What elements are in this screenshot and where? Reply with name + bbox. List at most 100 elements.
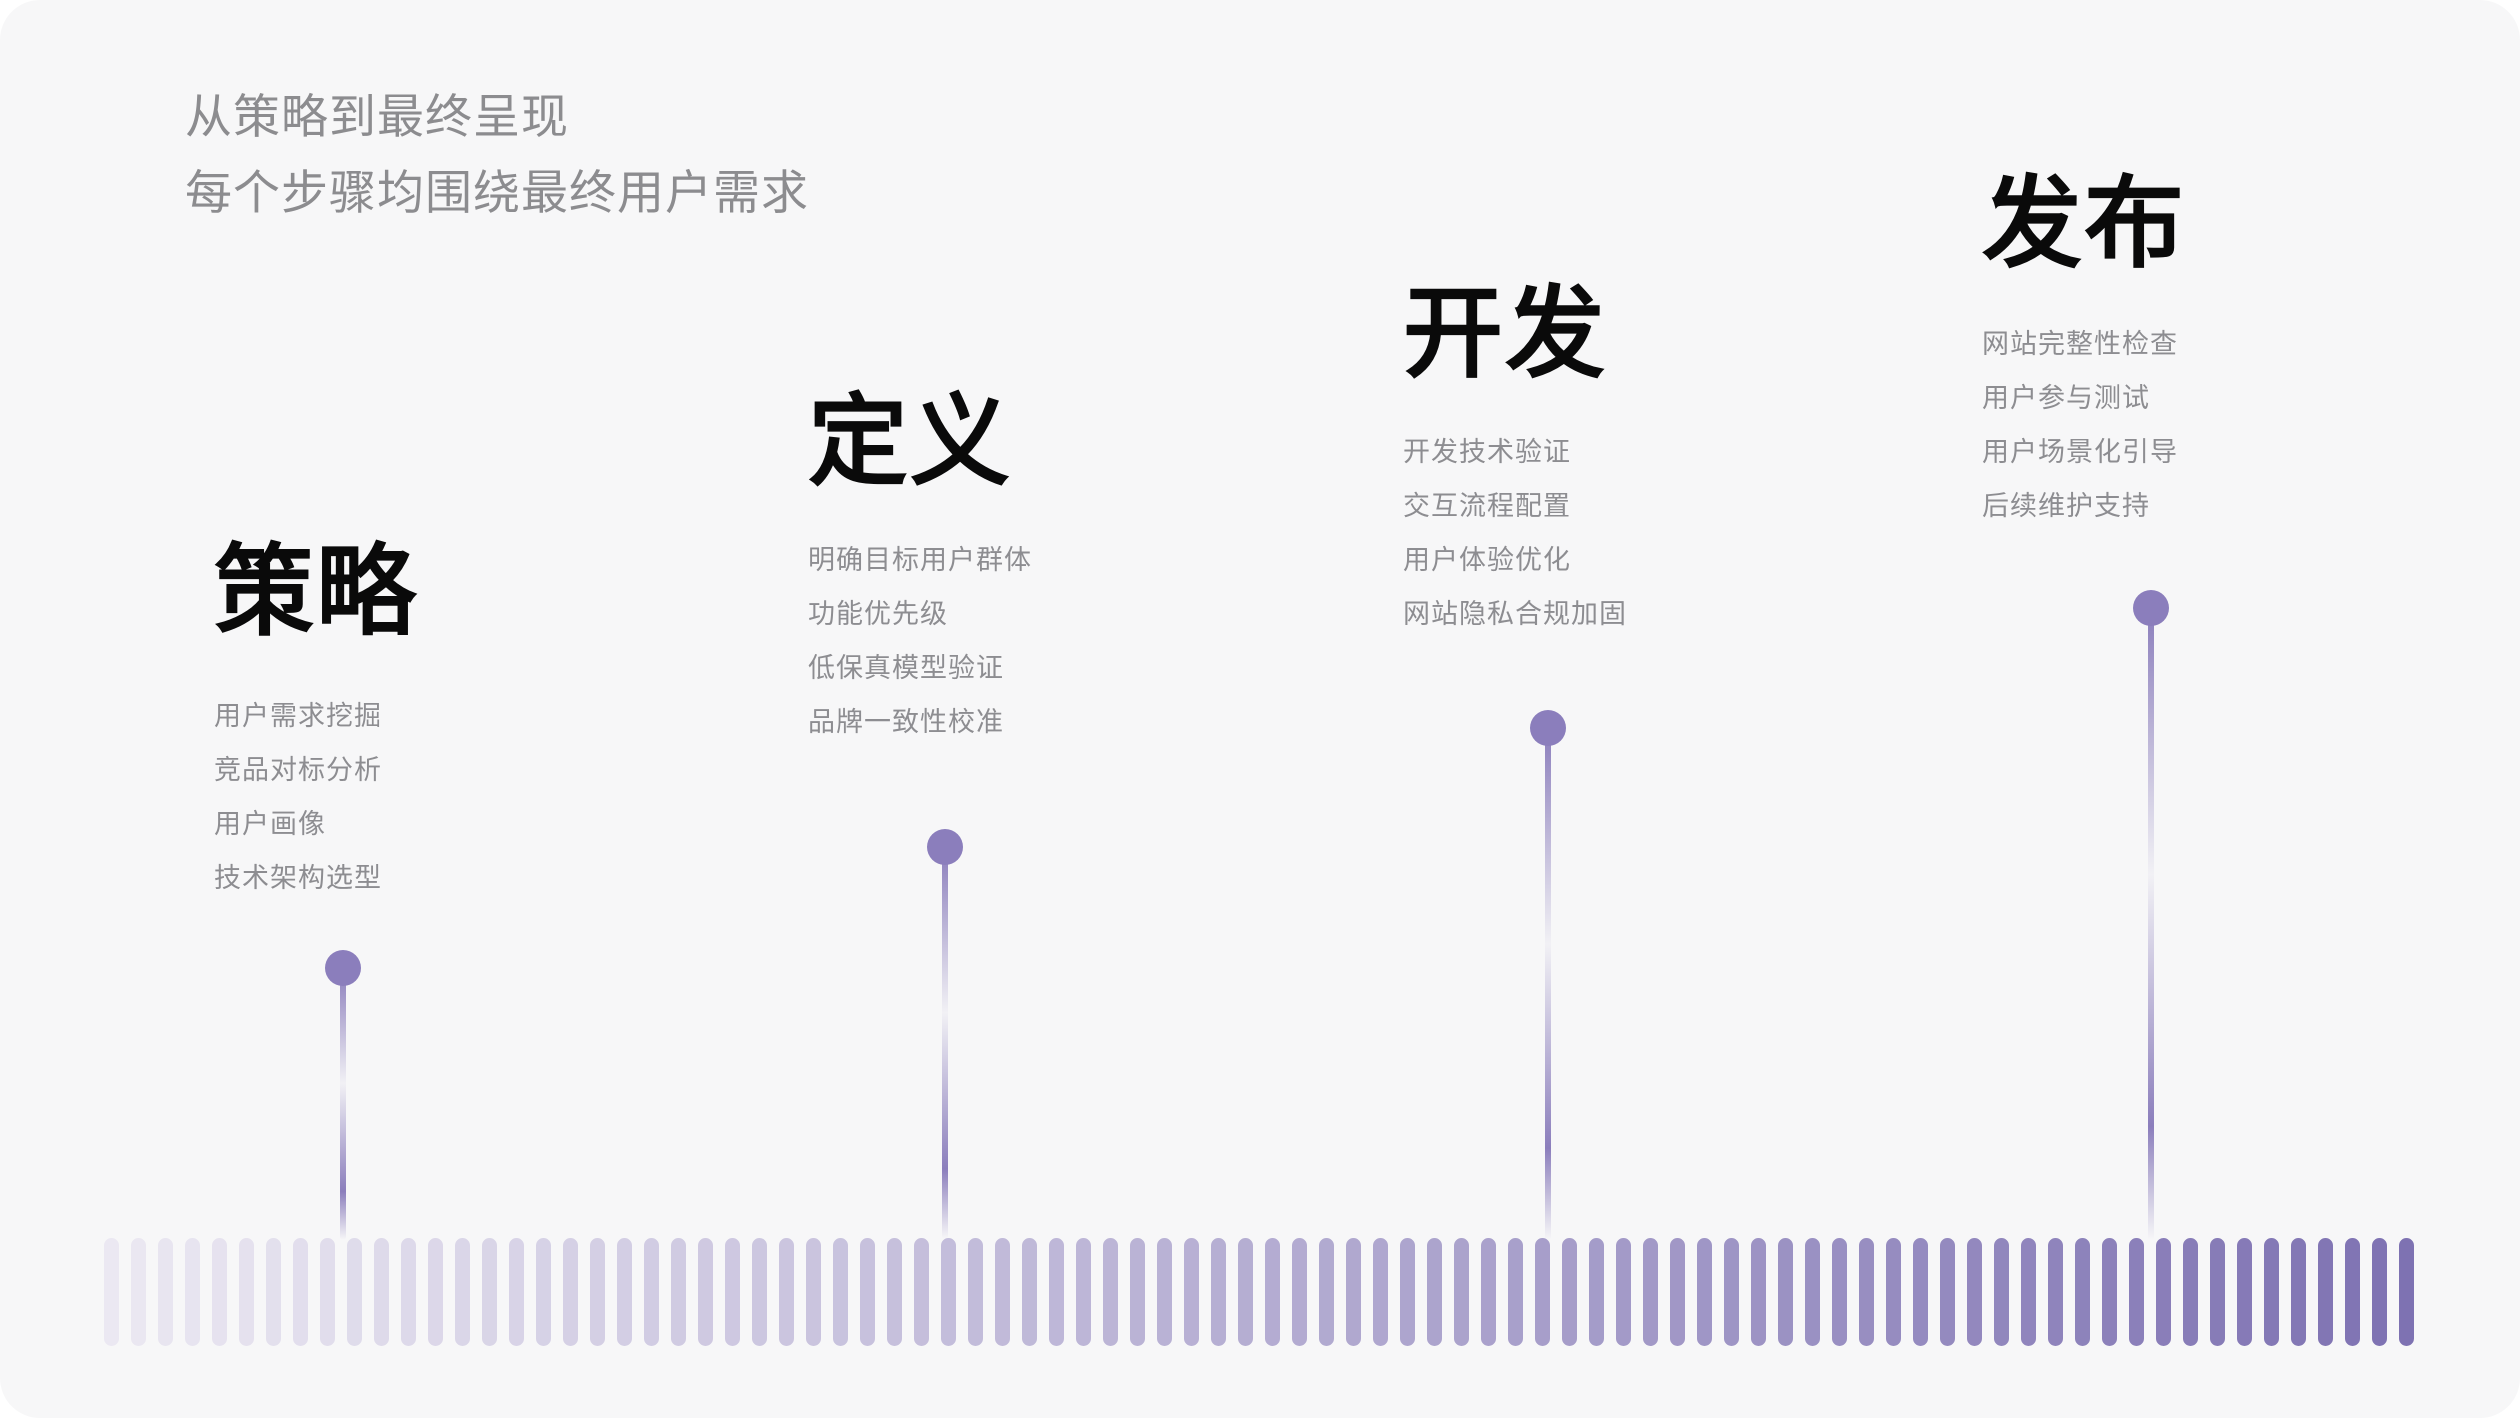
timeline-tick: [1967, 1238, 1982, 1346]
timeline-tick: [1805, 1238, 1820, 1346]
stage-marker-development: [1530, 710, 1566, 1240]
list-item: 品牌一致性校准: [808, 707, 1004, 738]
list-item: 低保真模型验证: [808, 653, 1004, 684]
intro-text: 从策略到最终呈现 每个步骤均围绕最终用户需求: [185, 80, 809, 232]
timeline-tick: [860, 1238, 875, 1346]
list-item: 网站完整性检查: [1982, 329, 2178, 360]
list-item: 技术架构选型: [214, 863, 382, 894]
timeline-tick: [2021, 1238, 2036, 1346]
timeline-tick: [779, 1238, 794, 1346]
timeline-tick: [2156, 1238, 2171, 1346]
timeline-tick: [536, 1238, 551, 1346]
timeline-tick: [1238, 1238, 1253, 1346]
timeline-tick: [887, 1238, 902, 1346]
timeline-tick: [2210, 1238, 2225, 1346]
timeline-tick: [1508, 1238, 1523, 1346]
stage-title-development: 开发: [1403, 275, 1607, 392]
timeline-tick: [1589, 1238, 1604, 1346]
timeline-tick: [2372, 1238, 2387, 1346]
marker-line: [1545, 730, 1551, 1240]
timeline-tick: [2237, 1238, 2252, 1346]
timeline-tick: [104, 1238, 119, 1346]
timeline-tick: [1886, 1238, 1901, 1346]
stage-items-development: 开发技术验证 交互流程配置 用户体验优化 网站隐私合规加固: [1403, 426, 1627, 642]
timeline-tick: [1643, 1238, 1658, 1346]
list-item: 用户体验优化: [1403, 545, 1571, 576]
timeline-tick: [455, 1238, 470, 1346]
timeline-tick: [1832, 1238, 1847, 1346]
timeline-tick: [482, 1238, 497, 1346]
timeline-tick: [320, 1238, 335, 1346]
marker-line: [942, 849, 948, 1239]
timeline-tick: [266, 1238, 281, 1346]
timeline-tick: [1049, 1238, 1064, 1346]
timeline-tick: [185, 1238, 200, 1346]
timeline-tick: [1778, 1238, 1793, 1346]
timeline-tick: [2183, 1238, 2198, 1346]
timeline-tick: [2318, 1238, 2333, 1346]
timeline-tick: [806, 1238, 821, 1346]
timeline-tick: [1724, 1238, 1739, 1346]
timeline-tick: [968, 1238, 983, 1346]
timeline-tick: [1373, 1238, 1388, 1346]
timeline-tick: [1697, 1238, 1712, 1346]
timeline-tick: [1292, 1238, 1307, 1346]
timeline-tick: [1130, 1238, 1145, 1346]
timeline-tick: [1103, 1238, 1118, 1346]
list-item: 用户场景化引导: [1982, 437, 2178, 468]
list-item: 后续维护支持: [1982, 491, 2150, 522]
timeline-tick: [1076, 1238, 1091, 1346]
list-item: 竞品对标分析: [214, 755, 382, 786]
timeline-tick: [1535, 1238, 1550, 1346]
timeline-tick: [428, 1238, 443, 1346]
stage-items-strategy: 用户需求挖掘 竞品对标分析 用户画像 技术架构选型: [214, 690, 382, 906]
list-item: 用户参与测试: [1982, 383, 2150, 414]
stage-title-launch: 发布: [1982, 165, 2186, 282]
stage-title-definition: 定义: [808, 383, 1012, 500]
timeline-tick: [401, 1238, 416, 1346]
stage-marker-definition: [927, 829, 963, 1239]
timeline-tick: [1319, 1238, 1334, 1346]
timeline-tick: [2075, 1238, 2090, 1346]
intro-line-1: 从策略到最终呈现: [185, 90, 569, 145]
list-item: 功能优先级: [808, 599, 948, 630]
timeline-tick: [2264, 1238, 2279, 1346]
timeline-tick: [1022, 1238, 1037, 1346]
timeline-tick: [1994, 1238, 2009, 1346]
timeline-tick: [1562, 1238, 1577, 1346]
stage-title-strategy: 策略: [214, 533, 418, 650]
timeline-tick: [1940, 1238, 1955, 1346]
timeline-tick: [590, 1238, 605, 1346]
timeline-tick: [239, 1238, 254, 1346]
timeline-tick: [1265, 1238, 1280, 1346]
list-item: 用户画像: [214, 809, 326, 840]
stage-marker-launch: [2133, 590, 2169, 1240]
stage-marker-strategy: [325, 950, 361, 1240]
list-item: 开发技术验证: [1403, 437, 1571, 468]
timeline-tick: [347, 1238, 362, 1346]
list-item: 用户需求挖掘: [214, 701, 382, 732]
timeline-tick: [1184, 1238, 1199, 1346]
stage-items-definition: 明确目标用户群体 功能优先级 低保真模型验证 品牌一致性校准: [808, 534, 1032, 750]
timeline-tick: [995, 1238, 1010, 1346]
list-item: 网站隐私合规加固: [1403, 599, 1627, 630]
timeline-tick: [2399, 1238, 2414, 1346]
timeline-tick: [1481, 1238, 1496, 1346]
timeline-tick: [293, 1238, 308, 1346]
timeline-tick: [644, 1238, 659, 1346]
timeline-tick-bar: [104, 1238, 2420, 1346]
timeline-tick: [833, 1238, 848, 1346]
timeline-tick: [2345, 1238, 2360, 1346]
intro-line-2: 每个步骤均围绕最终用户需求: [185, 166, 809, 221]
timeline-tick: [374, 1238, 389, 1346]
timeline-tick: [131, 1238, 146, 1346]
timeline-tick: [752, 1238, 767, 1346]
timeline-tick: [1859, 1238, 1874, 1346]
timeline-tick: [212, 1238, 227, 1346]
timeline-tick: [2102, 1238, 2117, 1346]
marker-line: [340, 970, 346, 1240]
timeline-tick: [1400, 1238, 1415, 1346]
timeline-tick: [1670, 1238, 1685, 1346]
timeline-tick: [698, 1238, 713, 1346]
